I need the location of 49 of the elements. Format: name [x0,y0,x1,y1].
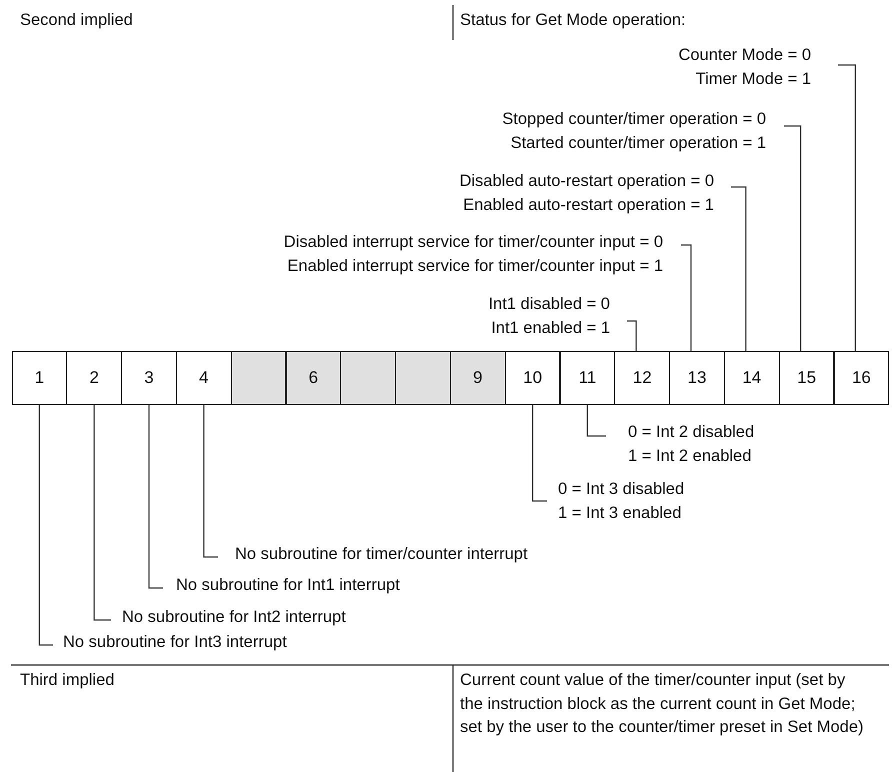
bit-value-text: 0 = Int 3 disabled [558,479,684,500]
bit-value-text: Counter Mode = 0 [678,45,811,66]
bit-description: No subroutine for Int3 interrupt [53,631,287,654]
bit-cell [340,351,396,405]
bit-cell: 3 [121,351,177,405]
bit-description: No subroutine for timer/counter interrupt [218,543,528,566]
section-heading: Status for Get Mode operation: [460,10,686,31]
bit-value-text: Int1 enabled = 1 [490,318,610,338]
leader-line [784,125,802,351]
bit-value-text: Enabled auto-restart operation = 1 [462,194,714,216]
bit-value-text: 0 = Int 2 disabled [628,422,754,443]
leader-line [532,405,547,502]
bit-value-text: Disabled interrupt service for timer/counter input = 0 [284,232,663,253]
bit-value-text: Started counter/timer operation = 1 [510,132,766,154]
leader-line [586,405,606,437]
leader-line [838,64,856,351]
leader-line [681,244,692,351]
bit-value-text: Int1 disabled = 0 [488,294,610,315]
bit-value-text: Stopped counter/timer operation = 0 [502,109,766,130]
bit-cell: 9 [450,351,506,405]
bit-cell: 4 [176,351,232,405]
leader-line [94,405,111,621]
leader-line [148,405,163,589]
bit-cell: 15 [778,351,834,405]
bit-value-text: Enabled interrupt service for timer/counter input = 1 [286,256,663,276]
leader-line [731,186,746,351]
bit-value-text: 1 = Int 2 enabled [628,446,752,466]
bit-cell: 13 [669,351,725,405]
bit-value-text: Timer Mode = 1 [694,68,811,90]
bit-cell [230,351,286,405]
leader-line [627,320,637,351]
bit-cell: 16 [834,351,890,405]
leader-line [203,405,218,558]
bit-cell [395,351,451,405]
section-heading: Third implied [20,670,114,691]
section-heading: Second implied [20,10,133,31]
bit-cell: 12 [614,351,670,405]
bit-cell: 2 [66,351,122,405]
bit-description: No subroutine for Int2 interrupt [111,606,346,630]
bit-cell: 6 [286,351,342,405]
bit-cell: 1 [12,351,68,405]
leader-line [38,405,53,646]
bit-description: No subroutine for Int1 interrupt [163,574,400,598]
bit-cell: 11 [560,351,616,405]
bit-value-text: Disabled auto-restart operation = 0 [459,171,714,192]
bit-cell: 10 [504,351,560,405]
bit-value-text: 1 = Int 3 enabled [558,502,682,524]
bit-cell: 14 [724,351,780,405]
description-text: Current count value of the timer/counter input (set by the instruction block as the current count in Get Mode; set by the user to the counter/timer preset in Set Mode) [460,670,865,738]
